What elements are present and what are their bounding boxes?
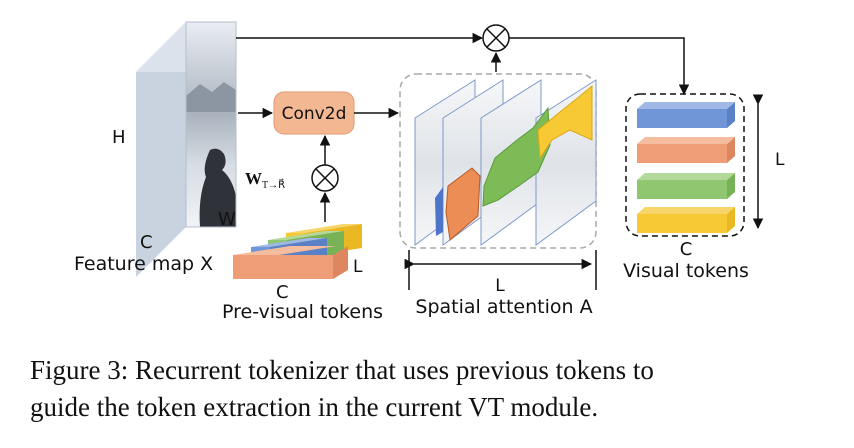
feature-map-block — [136, 21, 237, 277]
pre-visual-token-stack — [233, 224, 362, 279]
height-label: H — [112, 127, 126, 148]
visual-token-orange — [637, 144, 727, 163]
width-label: W — [218, 209, 236, 230]
visual-length-label: L — [775, 150, 785, 170]
spatial-attention-box — [399, 73, 597, 249]
pre-token-orange-front — [233, 255, 333, 279]
pre-token-orange-side — [333, 246, 348, 279]
visual-tokens-box — [625, 93, 745, 237]
visual-token-green — [637, 180, 727, 199]
tokenizer-diagram: H W C Feature map X Conv2d WT→R⃗ L C Pre… — [74, 21, 785, 323]
figure-caption: Figure 3: Recurrent tokenizer that uses … — [30, 352, 830, 426]
visual-tokens-label: Visual tokens — [623, 260, 749, 282]
visual-channel-label: C — [680, 239, 693, 260]
feature-map-person-silhouette — [199, 148, 236, 227]
feature-channel-label: C — [140, 232, 153, 253]
attention-yellow-mask — [537, 84, 593, 160]
feature-map-label: Feature map X — [74, 253, 213, 275]
feature-map-mountain — [186, 82, 236, 112]
spatial-attention-label: Spatial attention A — [415, 296, 592, 318]
attention-green-mask — [482, 106, 551, 207]
visual-token-bars — [637, 102, 735, 233]
pre-token-orange-top — [233, 246, 336, 255]
arrow-top-mult-to-visual-tokens — [509, 37, 690, 96]
visual-token-yellow — [637, 214, 727, 233]
spatial-length-label: L — [495, 276, 505, 296]
weight-label: WT→R⃗ — [245, 169, 285, 191]
caption-line-1: Figure 3: Recurrent tokenizer that uses … — [30, 355, 654, 385]
feature-map-side-face — [136, 22, 186, 277]
conv2d-label: Conv2d — [282, 104, 347, 124]
caption-line-2: guide the token extraction in the curren… — [30, 392, 599, 422]
attention-slices — [414, 79, 597, 246]
pre-token-channel-label: C — [276, 282, 289, 303]
pre-token-length-label: L — [353, 257, 363, 277]
pre-visual-tokens-label: Pre-visual tokens — [222, 301, 383, 323]
attention-orange-mask — [445, 167, 481, 241]
attention-blue-mask — [435, 187, 443, 236]
visual-token-blue — [637, 109, 727, 128]
